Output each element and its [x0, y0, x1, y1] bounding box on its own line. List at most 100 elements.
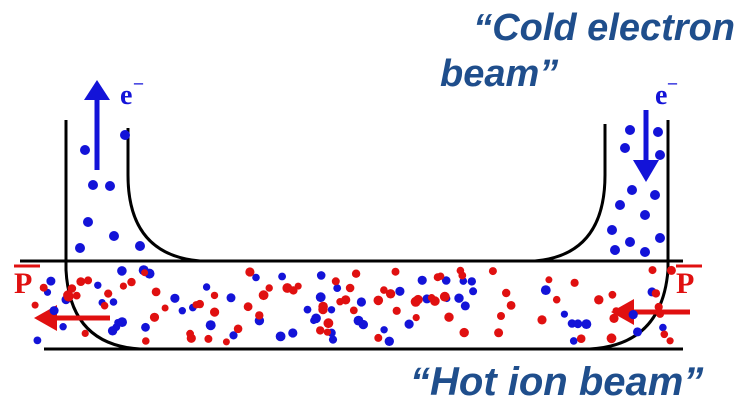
ion-dot — [606, 333, 617, 344]
ion-dot — [141, 269, 149, 277]
electron-dot — [625, 125, 635, 135]
ion-dot — [31, 301, 39, 309]
electron-injection: e – — [84, 72, 144, 170]
electron-dot — [202, 283, 211, 291]
ion-dot — [612, 307, 620, 315]
ion-dot — [210, 291, 219, 300]
electron-dot — [540, 285, 551, 295]
ion-dot — [72, 291, 81, 300]
electron-dot — [333, 284, 342, 292]
ion-dot — [282, 283, 293, 293]
electron-charge-right: – — [667, 72, 678, 92]
electron-dot — [573, 319, 583, 329]
electron-dot — [49, 306, 59, 316]
electron-dot — [358, 319, 368, 330]
electron-dot — [356, 297, 366, 307]
ion-dot — [39, 283, 48, 292]
electron-dot — [625, 237, 635, 247]
electron-dot — [569, 337, 578, 345]
electron-dot — [404, 319, 414, 329]
electron-particles — [33, 125, 667, 346]
ion-dot — [497, 312, 505, 320]
left-gun-inner — [126, 128, 201, 263]
ion-dot — [494, 328, 504, 338]
electron-dot — [560, 310, 569, 318]
electron-dot — [278, 272, 286, 281]
ion-dot — [258, 290, 269, 301]
ion-dot — [410, 296, 421, 307]
ion-dot — [594, 295, 604, 305]
electron-dot — [441, 276, 451, 285]
ion-dot — [666, 337, 674, 345]
ion-dot — [444, 312, 454, 322]
ion-dot — [316, 326, 325, 335]
ion-dot — [666, 265, 676, 275]
ion-dot — [76, 277, 86, 286]
ion-dot — [161, 304, 169, 312]
electron-dot — [581, 319, 592, 329]
ion-dot — [331, 277, 340, 286]
ion-dot — [63, 290, 74, 301]
electron-dot — [640, 210, 650, 220]
cold-electron-caption-line2: beam” — [440, 53, 558, 95]
ion-dot — [142, 337, 150, 345]
electron-dot — [650, 190, 660, 200]
electron-dot — [288, 328, 298, 338]
electron-down-arrow-icon — [633, 160, 659, 182]
electron-dot — [109, 298, 118, 306]
electron-dot — [417, 275, 427, 285]
electron-dot — [620, 143, 630, 153]
electron-dot — [59, 323, 67, 331]
ion-dot — [459, 327, 469, 338]
ion-dot — [151, 287, 161, 297]
electron-dot — [653, 127, 663, 137]
electron-dot — [467, 277, 476, 286]
electron-dot — [327, 306, 336, 314]
ion-particles — [31, 265, 676, 346]
ion-dot — [323, 328, 331, 336]
cold-electron-caption: “Cold electron — [473, 7, 735, 49]
ion-dot — [608, 290, 617, 299]
ion-dot — [654, 302, 663, 312]
ion-dot — [210, 307, 220, 317]
ion-dot — [433, 273, 442, 282]
ion-dot — [233, 324, 243, 334]
ion-dot — [149, 312, 160, 322]
electron-dot — [640, 247, 650, 257]
electron-dot — [380, 326, 388, 334]
hot-ion-caption: “Hot ion beam” — [410, 360, 703, 402]
ion-dot — [204, 334, 213, 343]
electron-dot — [395, 286, 405, 296]
ion-dot — [373, 295, 384, 306]
antiproton-label-left: P — [14, 267, 32, 300]
electron-dot — [170, 293, 180, 303]
ion-dot — [243, 302, 253, 312]
ion-dot — [119, 282, 127, 290]
ion-dot — [651, 289, 661, 298]
electron-dot — [315, 292, 326, 303]
antiproton-label-right: P — [676, 267, 694, 300]
ion-dot — [537, 315, 547, 325]
electron-dot — [117, 317, 127, 327]
electron-dot — [655, 233, 665, 243]
ion-dot — [648, 266, 657, 275]
electron-dot — [655, 150, 665, 160]
electron-dot — [83, 217, 93, 227]
electron-dot — [178, 307, 186, 315]
electron-dot — [633, 327, 642, 337]
ion-dot — [609, 313, 619, 323]
electron-dot — [33, 336, 42, 345]
electron-dot — [120, 130, 130, 140]
ion-dot — [545, 276, 553, 284]
ion-dot — [506, 301, 516, 310]
ion-dot — [84, 276, 93, 285]
ion-dot — [552, 295, 561, 304]
ion-dot — [380, 286, 388, 294]
ion-dot — [412, 314, 420, 322]
beam-pipe — [20, 120, 683, 351]
ion-dot — [67, 284, 77, 293]
ion-dot — [127, 277, 136, 287]
electron-dot — [469, 287, 478, 296]
electron-up-arrow-icon — [84, 80, 110, 100]
